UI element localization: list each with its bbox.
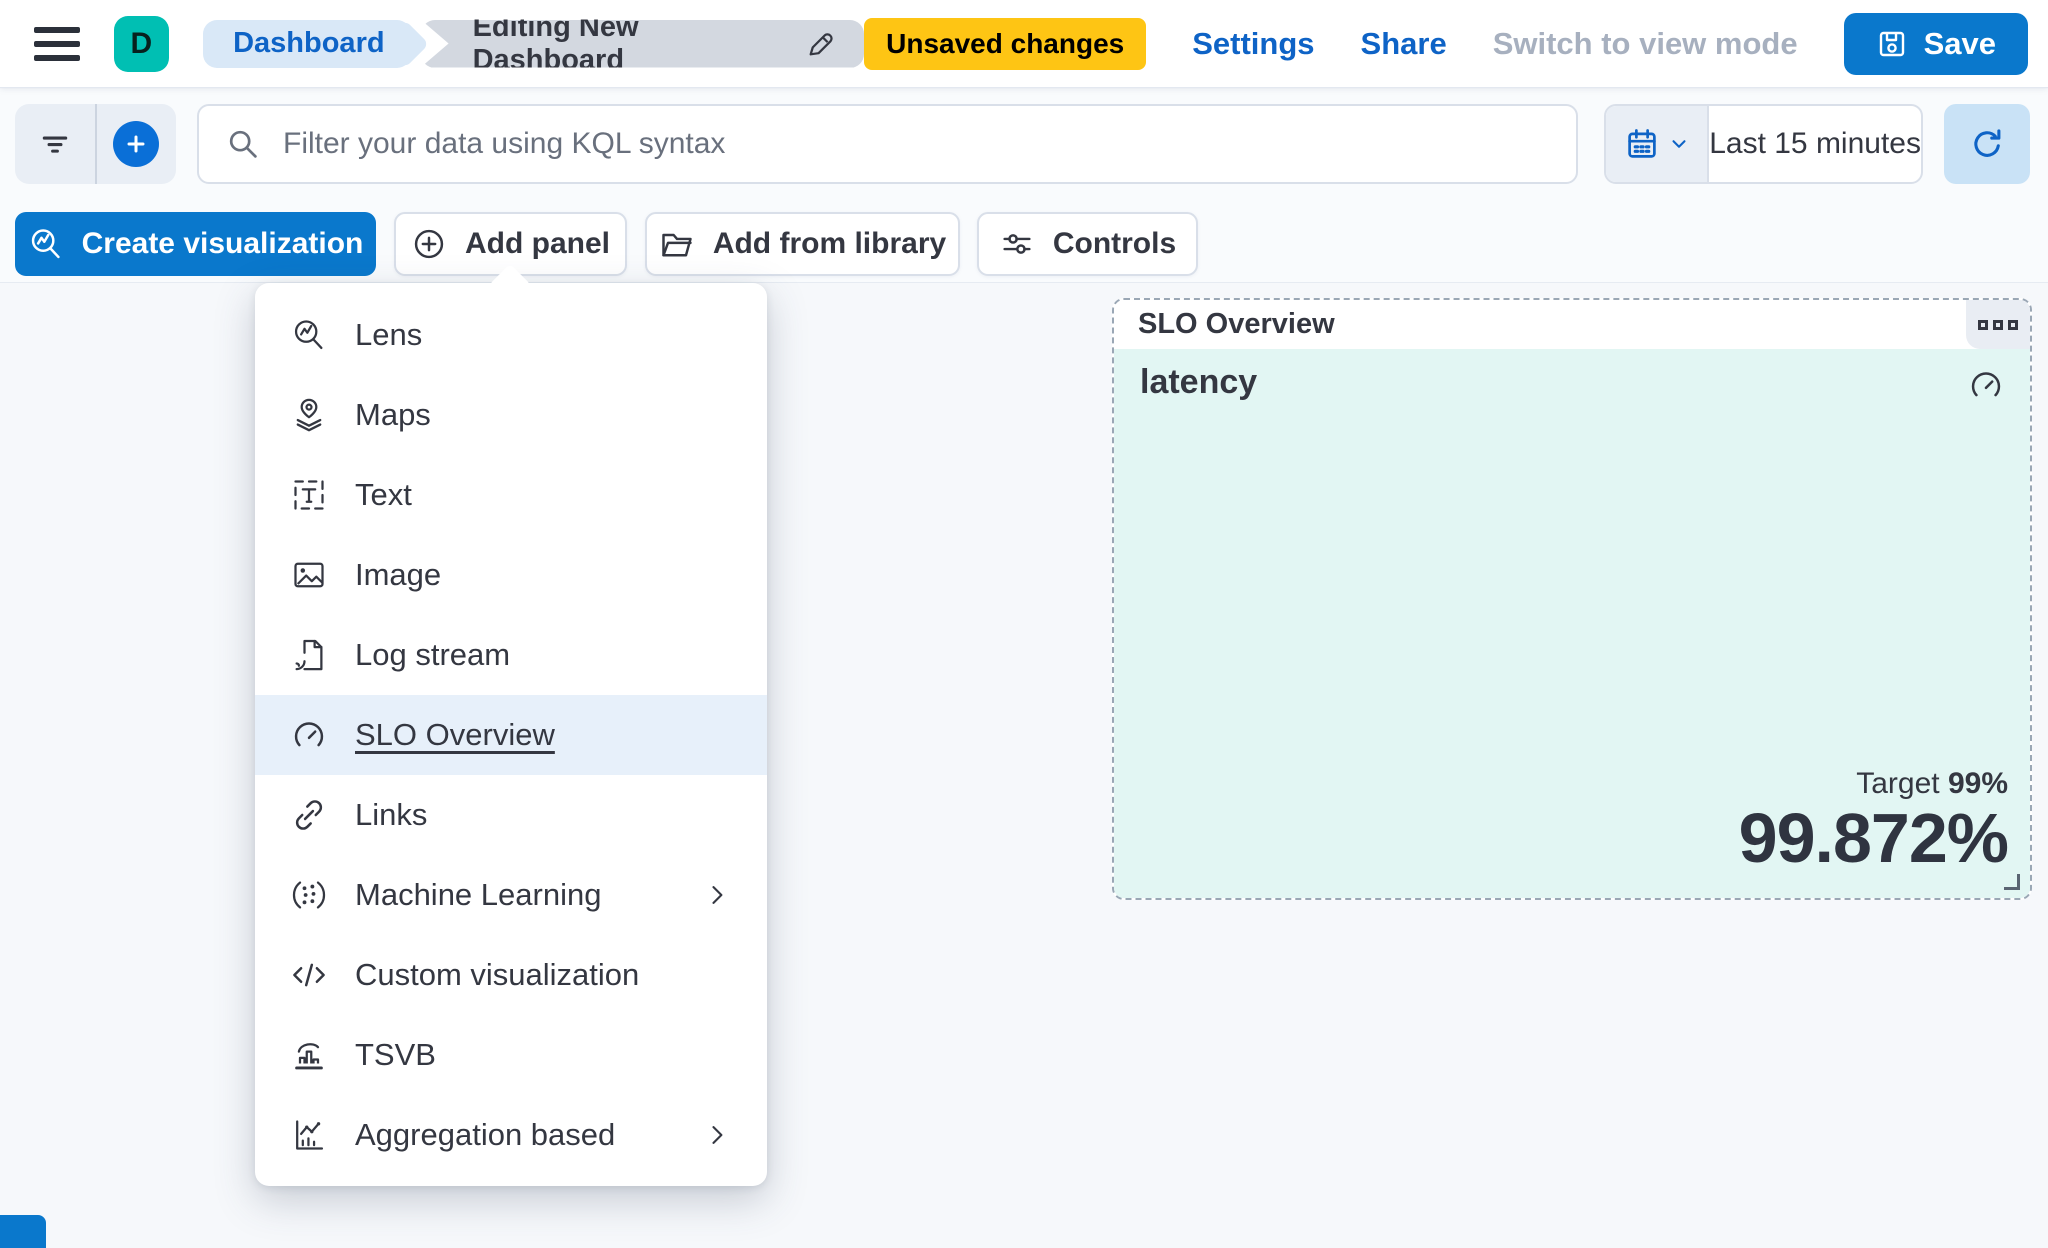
text-icon xyxy=(291,477,327,513)
time-range-value[interactable]: Last 15 minutes xyxy=(1709,127,1921,160)
save-floppy-icon xyxy=(1876,28,1908,60)
menu-item-label: Lens xyxy=(355,317,423,352)
image-icon xyxy=(291,557,327,593)
panel-resize-handle[interactable] xyxy=(2004,874,2020,890)
save-button-label: Save xyxy=(1923,25,1996,61)
plus-circle-icon xyxy=(411,226,447,262)
filter-button-group xyxy=(15,104,176,184)
slo-target-label: Target xyxy=(1856,766,1948,800)
slo-panel-body: latency Target 99% 99.872% xyxy=(1114,349,2030,898)
pencil-icon xyxy=(806,29,836,59)
menu-item-label: Text xyxy=(355,477,412,512)
kql-search-bar xyxy=(197,104,1578,184)
menu-item-label: TSVB xyxy=(355,1037,436,1072)
add-filter-button[interactable] xyxy=(94,104,177,184)
add-filter-plus-icon xyxy=(113,121,160,167)
menu-item-log-stream[interactable]: Log stream xyxy=(255,615,767,695)
log-stream-icon xyxy=(291,637,327,673)
folder-icon xyxy=(659,226,695,262)
calendar-icon xyxy=(1624,126,1660,162)
chevron-right-icon xyxy=(703,881,731,909)
menu-item-lens[interactable]: Lens xyxy=(255,295,767,375)
kql-search-input[interactable] xyxy=(283,127,1550,161)
breadcrumb-editing-dashboard[interactable]: Editing New Dashboard xyxy=(420,19,865,68)
menu-item-label: Maps xyxy=(355,397,431,432)
menu-item-text[interactable]: Text xyxy=(255,455,767,535)
slo-values: Target 99% 99.872% xyxy=(1738,766,2009,877)
slo-target-value: 99% xyxy=(1947,766,2008,800)
menu-item-aggregation-based[interactable]: Aggregation based xyxy=(255,1095,767,1175)
save-button[interactable]: Save xyxy=(1843,12,2028,75)
dashboard-toolbar: Last 15 minutes Create visualization xyxy=(0,89,2048,283)
machine-learning-icon xyxy=(291,877,327,913)
aggregation-chart-icon xyxy=(291,1117,327,1153)
add-from-library-button[interactable]: Add from library xyxy=(645,212,960,276)
gauge-icon xyxy=(291,717,327,753)
panel-title: SLO Overview xyxy=(1138,308,1335,340)
unsaved-changes-badge: Unsaved changes xyxy=(864,17,1147,70)
maps-icon xyxy=(291,397,327,433)
filter-menu-button[interactable] xyxy=(15,104,95,184)
switch-to-view-mode-link[interactable]: Switch to view mode xyxy=(1492,25,1798,61)
chevron-down-icon xyxy=(1668,133,1690,155)
share-link[interactable]: Share xyxy=(1360,25,1447,61)
slo-value: 99.872% xyxy=(1738,798,2009,877)
context-menu-icon xyxy=(1978,319,1988,330)
bottom-left-docked-element[interactable] xyxy=(0,1215,46,1248)
add-panel-menu: Lens Maps Text xyxy=(255,263,767,1186)
toolbar-actions-row: Create visualization Add panel Add from … xyxy=(0,212,2048,276)
link-icon xyxy=(291,797,327,833)
create-visualization-label: Create visualization xyxy=(81,227,364,260)
menu-item-custom-visualization[interactable]: Custom visualization xyxy=(255,935,767,1015)
code-icon xyxy=(291,957,327,993)
add-from-library-label: Add from library xyxy=(712,227,947,260)
refresh-icon xyxy=(1968,125,2006,163)
menu-icon[interactable] xyxy=(34,26,80,61)
menu-item-label: Image xyxy=(355,557,442,592)
time-picker-calendar-button[interactable] xyxy=(1606,106,1710,182)
sliders-icon xyxy=(999,226,1035,262)
controls-button[interactable]: Controls xyxy=(977,212,1198,276)
lens-icon xyxy=(28,226,64,262)
menu-item-label: SLO Overview xyxy=(355,717,555,752)
space-avatar[interactable]: D xyxy=(113,15,170,72)
controls-label: Controls xyxy=(1052,227,1177,260)
slo-name: latency xyxy=(1140,363,1258,401)
create-visualization-button[interactable]: Create visualization xyxy=(15,212,376,276)
menu-item-label: Log stream xyxy=(355,637,511,672)
panel-header: SLO Overview xyxy=(1114,300,2030,349)
gauge-icon xyxy=(1968,367,2004,403)
time-picker: Last 15 minutes xyxy=(1604,104,1923,184)
top-header-bar: D Dashboard Editing New Dashboard Unsave… xyxy=(0,0,2048,88)
panel-context-menu-button[interactable] xyxy=(1966,300,2030,349)
breadcrumb-dashboard[interactable]: Dashboard xyxy=(203,19,411,68)
menu-item-slo-overview[interactable]: SLO Overview xyxy=(255,695,767,775)
menu-item-machine-learning[interactable]: Machine Learning xyxy=(255,855,767,935)
menu-item-label: Aggregation based xyxy=(355,1117,616,1152)
breadcrumb-dashboard-label: Dashboard xyxy=(233,27,385,59)
add-panel-label: Add panel xyxy=(464,227,610,260)
breadcrumb: Dashboard Editing New Dashboard xyxy=(203,19,865,68)
slo-overview-panel: SLO Overview latency Target 99% 99.872% xyxy=(1112,298,2032,900)
header-actions: Unsaved changes Settings Share Switch to… xyxy=(864,12,2048,75)
filter-icon xyxy=(36,125,74,163)
menu-item-links[interactable]: Links xyxy=(255,775,767,855)
menu-item-maps[interactable]: Maps xyxy=(255,375,767,455)
refresh-button[interactable] xyxy=(1944,104,2030,184)
settings-link[interactable]: Settings xyxy=(1192,25,1315,61)
add-panel-button[interactable]: Add panel xyxy=(394,212,627,276)
search-icon xyxy=(225,126,261,162)
breadcrumb-editing-label: Editing New Dashboard xyxy=(472,10,639,76)
menu-item-label: Machine Learning xyxy=(355,877,602,912)
menu-item-label: Links xyxy=(355,797,428,832)
menu-item-tsvb[interactable]: TSVB xyxy=(255,1015,767,1095)
chevron-right-icon xyxy=(703,1121,731,1149)
tsvb-chart-icon xyxy=(291,1037,327,1073)
menu-item-image[interactable]: Image xyxy=(255,535,767,615)
menu-item-label: Custom visualization xyxy=(355,957,640,992)
lens-icon xyxy=(291,317,327,353)
